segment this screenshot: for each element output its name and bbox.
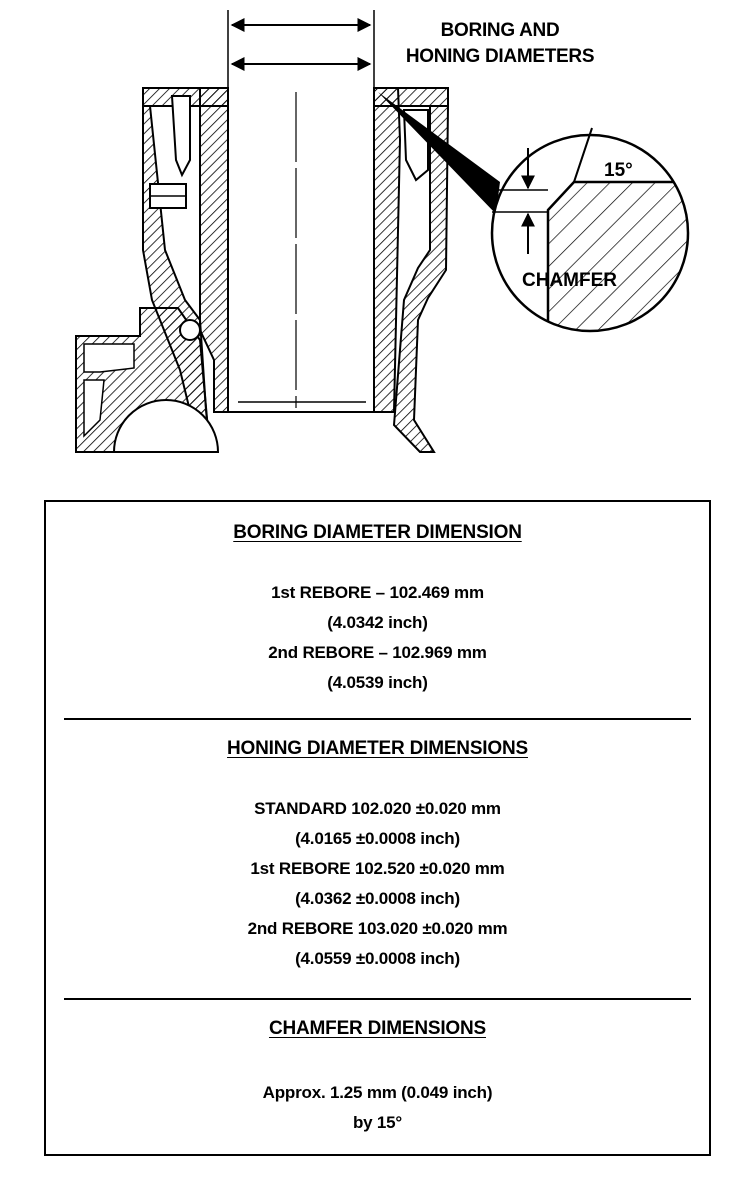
chamfer-label: CHAMFER [522,270,617,291]
boring-honing-callout: BORING AND HONING DIAMETERS [380,18,620,70]
crank-bore [112,399,220,453]
cylinder-wall-left [199,87,229,413]
honing-title: HONING DIAMETER DIMENSIONS [227,738,528,759]
cylinder-wall-right [373,87,402,413]
boring-line-2: (4.0342 inch) [327,613,428,632]
cylinder-bore-diagram: 15° CHAMFER [75,10,690,453]
section-divider [64,718,691,720]
chamfer-title: CHAMFER DIMENSIONS [268,1018,486,1039]
magnifier-leader [378,92,500,214]
honing-line-1: STANDARD 102.020 ±0.020 mm [254,799,501,818]
chamfer-line-1: Approx. 1.25 mm (0.049 inch) [262,1083,493,1102]
boring-line-1: 1st REBORE – 102.469 mm [271,583,484,602]
boring-line-3: 2nd REBORE – 102.969 mm [268,643,487,662]
water-jacket-left [170,95,191,178]
chamfer-detail-wall [546,180,688,331]
block-wall-right [392,105,450,453]
honing-line-4: (4.0362 ±0.0008 inch) [295,889,460,908]
callout-line-2: HONING DIAMETERS [405,46,595,67]
callout-line-1: BORING AND [440,20,560,41]
dimension-spec-box: BORING DIAMETER DIMENSION 1st REBORE – 1… [44,500,711,1156]
boring-section: BORING DIAMETER DIMENSION 1st REBORE – 1… [46,522,709,698]
boring-title: BORING DIAMETER DIMENSION [233,522,522,543]
honing-line-2: (4.0165 ±0.0008 inch) [295,829,460,848]
chamfer-section: CHAMFER DIMENSIONS Approx. 1.25 mm (0.04… [46,1018,709,1138]
oil-gallery [179,319,201,341]
section-divider [64,998,691,1000]
angle-label: 15° [604,160,633,181]
honing-line-6: (4.0559 ±0.0008 inch) [295,949,460,968]
honing-line-5: 2nd REBORE 103.020 ±0.020 mm [247,919,508,938]
chamfer-line-2: by 15° [352,1113,403,1132]
honing-section: HONING DIAMETER DIMENSIONS STANDARD 102.… [46,738,709,974]
boring-line-4: (4.0539 inch) [327,673,428,692]
honing-line-3: 1st REBORE 102.520 ±0.020 mm [250,859,505,878]
